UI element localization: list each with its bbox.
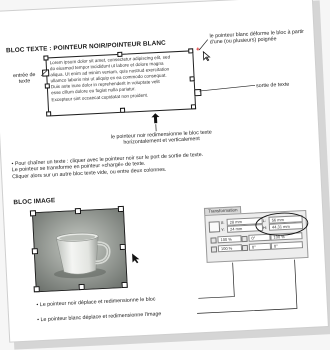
y-label: Y: (221, 227, 225, 232)
transform-panel: Transformation X: 28 mm Y: 24 mm L: 56 m… (204, 203, 309, 264)
document-page: BLOC TEXTE : POINTEUR NOIR/POINTEUR BLAN… (0, 0, 328, 342)
image-block-heading: BLOC IMAGE (13, 197, 55, 206)
resize-handle[interactable] (30, 210, 36, 216)
resize-handle[interactable] (188, 48, 193, 53)
resize-handle[interactable] (118, 206, 124, 212)
out-port[interactable] (194, 89, 201, 96)
resize-handle[interactable] (121, 282, 127, 288)
x-label: X: (221, 220, 225, 225)
scale-y-icon (211, 246, 217, 252)
black-resize-arrow-icon (149, 112, 162, 125)
shear-field[interactable]: 0° (249, 243, 271, 251)
resize-handle[interactable] (43, 55, 48, 60)
highlight-ellipse (254, 207, 309, 236)
scale-x-icon (210, 237, 216, 243)
resize-handle[interactable] (120, 244, 126, 250)
resize-handle[interactable] (75, 208, 81, 214)
cup-photo (33, 209, 127, 291)
resize-handle[interactable] (191, 104, 196, 109)
white-pointer-label: le pointeur blanc déforme le bloc à part… (209, 29, 310, 47)
resize-handle[interactable] (117, 52, 122, 57)
in-port[interactable] (42, 69, 49, 76)
resize-handle[interactable] (32, 248, 38, 254)
text-frame[interactable]: Lorem ipsum dolor sit amet, consectetur … (45, 50, 196, 116)
resize-handle[interactable] (46, 111, 51, 116)
scale-y-field[interactable]: 100 % (218, 244, 242, 252)
shear-icon (242, 245, 248, 251)
instructions: • Pour chaîner un texte : cliquer avec l… (11, 147, 312, 181)
red-cross-icon: + (196, 47, 200, 53)
text-exit-label: sortie de texte (256, 81, 296, 89)
white-pointer-icon (202, 50, 212, 61)
image-bullet: • Le pointeur blanc déplace et redimensi… (37, 307, 237, 323)
resize-handle[interactable] (120, 108, 125, 113)
resize-handle[interactable] (45, 83, 50, 88)
image-bullet: • Le pointeur noir déplace et redimensio… (36, 292, 236, 308)
rotate-icon (241, 236, 247, 242)
image-frame[interactable] (32, 208, 128, 292)
reference-point-icon[interactable] (209, 221, 221, 233)
resize-handle[interactable] (79, 284, 85, 290)
resize-handle[interactable] (34, 286, 40, 292)
frame-body: Lorem ipsum dolor sit amet, consectetur … (50, 53, 192, 102)
resize-handle[interactable] (190, 76, 195, 81)
black-pointer-icon (130, 252, 143, 265)
scale-x-field[interactable]: 100 % (217, 235, 241, 243)
angle-field-right[interactable]: 0° (271, 241, 303, 250)
text-entry-label: entrée de texte (7, 72, 42, 86)
black-pointer-label: le pointeur noir redimensionne le bloc t… (96, 129, 226, 148)
